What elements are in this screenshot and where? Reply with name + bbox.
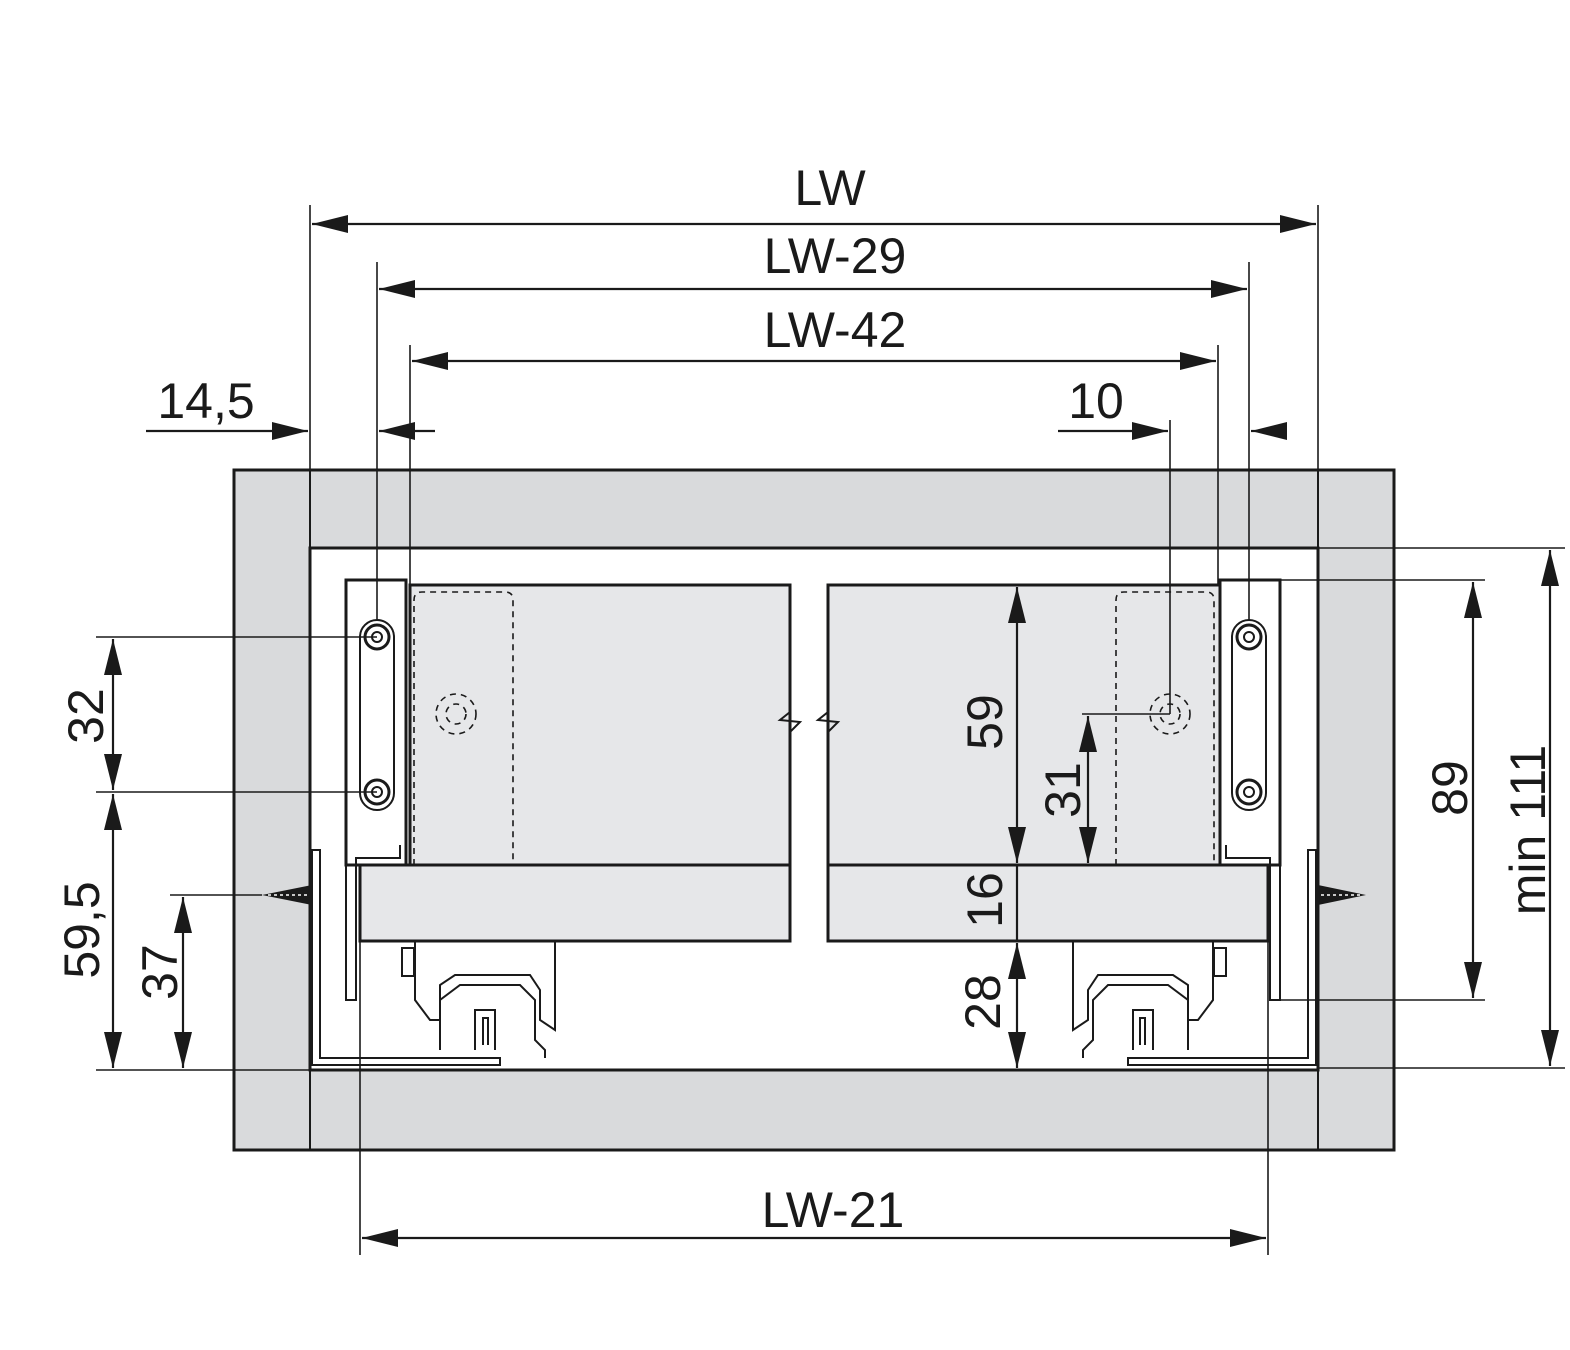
runner-profile-left (311, 849, 556, 1066)
side-bracket-left (344, 578, 408, 1001)
drawer-front-right (826, 583, 1222, 867)
dim-label-lw: LW (794, 160, 866, 216)
dim-label-lw-29: LW-29 (764, 228, 907, 284)
dim-label-14-5: 14,5 (157, 373, 254, 429)
dim-label-10: 10 (1068, 373, 1124, 429)
dim-label-lw-21: LW-21 (762, 1182, 905, 1238)
dim-label-31: 31 (1035, 762, 1091, 818)
dim-label-32: 32 (58, 688, 114, 744)
dim-label-89: 89 (1422, 760, 1478, 816)
dim-label-16: 16 (957, 872, 1013, 928)
dimension-lines (104, 215, 1559, 1247)
dim-label-37: 37 (132, 944, 188, 1000)
dim-label-min-111: min 111 (1500, 745, 1556, 915)
side-bracket-right (1218, 578, 1282, 1001)
drawer-front-left (408, 583, 792, 867)
drawer-bottom-left (358, 863, 792, 943)
runner-profile-right (1072, 849, 1317, 1066)
dim-label-59: 59 (957, 694, 1013, 750)
screw-right (1318, 885, 1366, 905)
break-symbol (777, 580, 841, 950)
dim-label-59-5: 59,5 (54, 881, 110, 978)
dim-label-lw-42: LW-42 (764, 302, 907, 358)
drawer-bottom-right (826, 863, 1270, 943)
dim-label-28: 28 (955, 974, 1011, 1030)
screw-left (262, 885, 312, 905)
extension-lines (96, 205, 1565, 1255)
